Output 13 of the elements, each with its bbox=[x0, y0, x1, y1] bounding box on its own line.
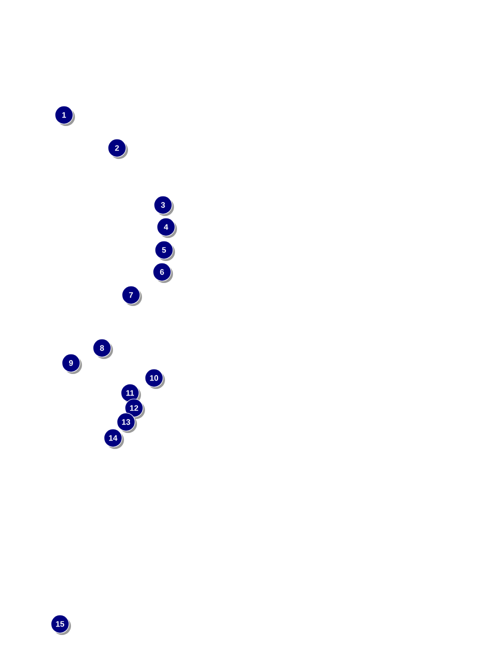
callout-number: 13 bbox=[116, 412, 137, 433]
callout-number: 6 bbox=[152, 262, 173, 283]
callout-number: 8 bbox=[92, 338, 113, 359]
callout-number: 3 bbox=[154, 196, 174, 216]
callout-number: 4 bbox=[156, 218, 177, 238]
callout-number: 10 bbox=[144, 368, 165, 389]
callout-number: 14 bbox=[104, 428, 124, 449]
callout-number: 5 bbox=[154, 240, 175, 261]
callout-number: 15 bbox=[50, 614, 71, 635]
callout-number: 1 bbox=[54, 106, 75, 126]
callout-number: 9 bbox=[62, 354, 82, 374]
callout-number: 2 bbox=[108, 138, 128, 159]
callout-number: 7 bbox=[122, 286, 142, 306]
